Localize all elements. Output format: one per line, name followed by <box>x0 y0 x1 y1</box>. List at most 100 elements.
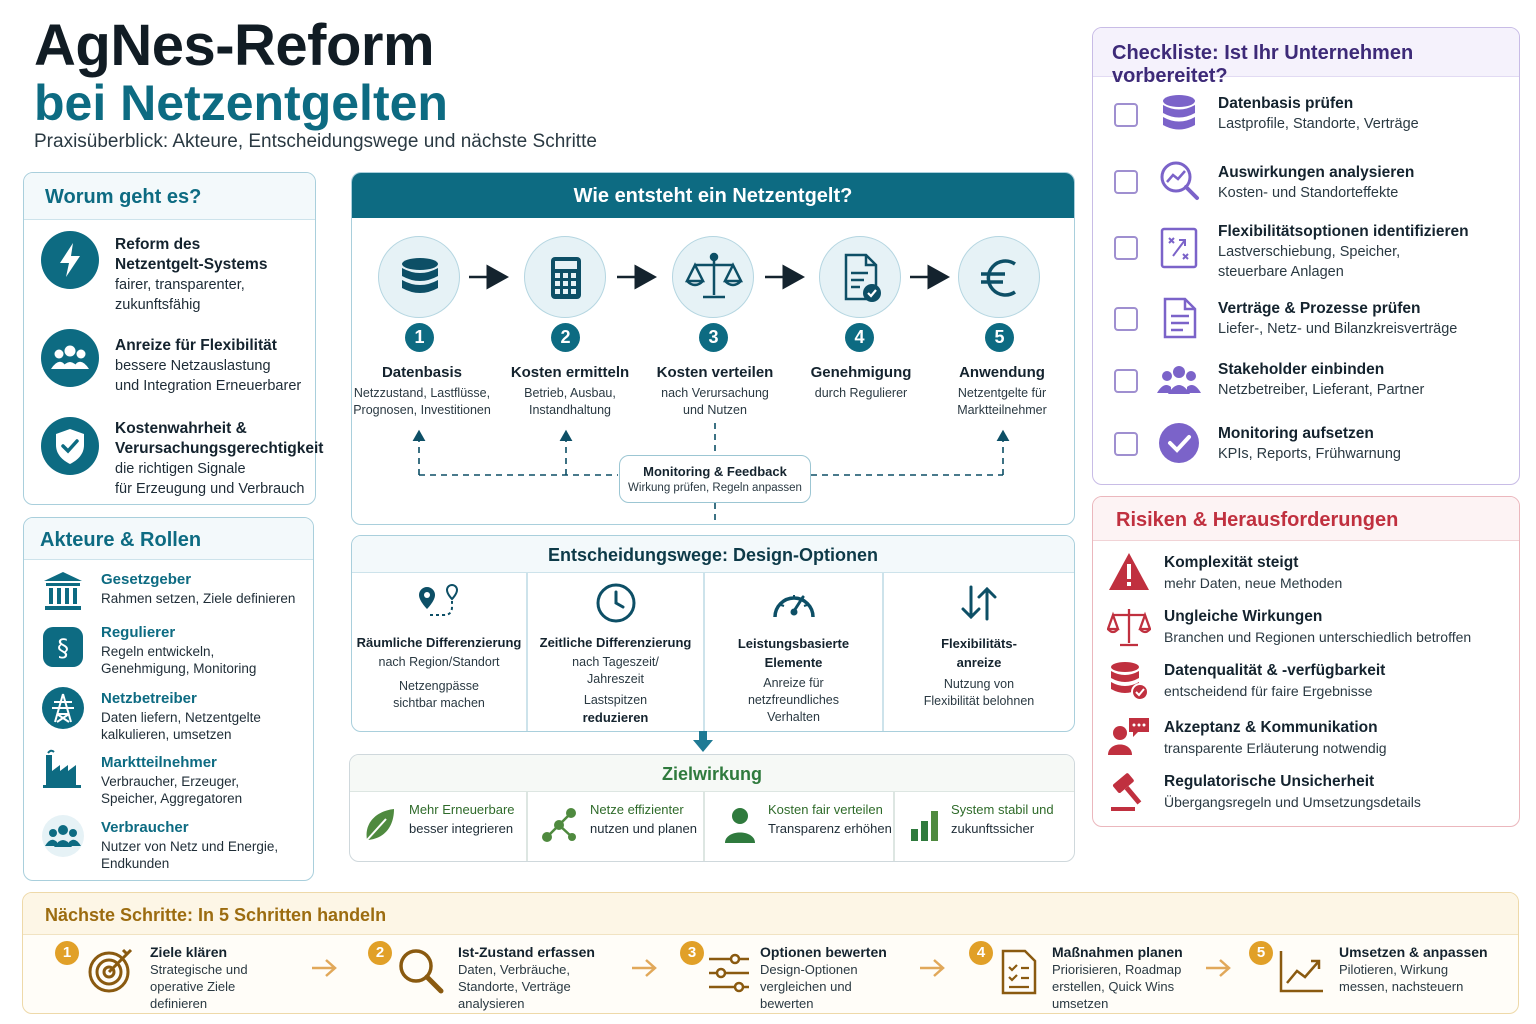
risk-item-5: Regulatorische Unsicherheit Übergangsreg… <box>1164 771 1421 812</box>
check-item-1-title: Datenbasis prüfen <box>1218 95 1354 112</box>
ziel-item-2: Netze effizienter nutzen und planen <box>590 800 697 838</box>
flow-step-5-label: Anwendung Netzentgelte für Marktteilnehm… <box>922 363 1082 419</box>
design-option-1-line1: nach Region/Standort <box>378 655 500 669</box>
flow-step-3-number: 3 <box>699 323 728 352</box>
risk-item-2-title: Ungleiche Wirkungen <box>1164 608 1323 625</box>
flow-step-3-label: Kosten verteilen nach Verursachung und N… <box>635 363 795 419</box>
checkbox-flexibilitaet[interactable] <box>1114 236 1138 260</box>
ziel-item-3-line2: Transparenz erhöhen <box>768 821 892 836</box>
design-option-1-line3: Netzengpässe <box>399 679 479 693</box>
ziel-item-1: Mehr Erneuerbare besser integrieren <box>409 800 515 838</box>
checkbox-datenbasis[interactable] <box>1114 103 1138 127</box>
people-icon <box>1157 366 1201 394</box>
flow-step-2-title: Kosten ermitteln <box>510 364 630 381</box>
risk-item-5-title: Regulatorische Unsicherheit <box>1164 773 1375 790</box>
document-check-icon <box>819 236 901 318</box>
flow-step-4-number: 4 <box>845 323 874 352</box>
step-4-line1: Priorisieren, Roadmap <box>1052 962 1182 977</box>
gauge-icon <box>772 595 815 618</box>
akteure-panel: Akteure & Rollen Gesetzgeber Rahmen setz… <box>23 517 314 881</box>
step-arrow-icon <box>920 959 945 977</box>
ziel-item-2-line1: Netze effizienter <box>590 802 684 817</box>
contract-icon <box>1163 297 1197 339</box>
akteur-verbraucher-line1: Nutzer von Netz und Energie, <box>101 839 279 854</box>
flow-step-3-line1: nach Verursachung <box>661 386 769 400</box>
flow-step-2-number: 2 <box>551 323 580 352</box>
flow-step-1-title: Datenbasis <box>381 364 463 381</box>
search-icon <box>399 949 444 994</box>
step-5-line1: Pilotieren, Wirkung <box>1339 962 1449 977</box>
akteur-verbraucher-name: Verbraucher <box>101 819 189 836</box>
akteur-marktteilnehmer-name: Marktteilnehmer <box>101 754 217 771</box>
step-2-title: Ist-Zustand erfassen <box>458 944 595 960</box>
step-3-line1: Design-Optionen <box>760 962 858 977</box>
page-title-line1: AgNes-Reform <box>34 13 435 78</box>
check-item-4-title: Verträge & Prozesse prüfen <box>1218 300 1421 317</box>
akteur-regulierer-line1: Regeln entwickeln, <box>101 644 215 659</box>
flow-step-1-line2: Prognosen, Investitionen <box>353 403 491 417</box>
design-option-2-line1: nach Tageszeit/ <box>572 655 659 669</box>
scales-icon <box>672 236 754 318</box>
flow-step-3-title: Kosten verteilen <box>656 364 774 381</box>
akteur-netzbetreiber: Netzbetreiber Daten liefern, Netzentgelt… <box>101 689 261 743</box>
ziel-separator <box>703 792 705 861</box>
ziel-separator <box>893 792 895 861</box>
flow-step-1-number: 1 <box>405 323 434 352</box>
trend-chart-icon <box>1279 951 1323 993</box>
akteur-regulierer-line2: Genehmigung, Monitoring <box>101 661 257 676</box>
step-3-number: 3 <box>680 941 704 965</box>
check-item-6-line1: KPIs, Reports, Frühwarnung <box>1218 446 1401 462</box>
check-item-6-title: Monitoring aufsetzen <box>1218 425 1374 442</box>
ziel-item-1-line1: Mehr Erneuerbare <box>409 802 515 817</box>
checkbox-vertraege[interactable] <box>1114 307 1138 331</box>
ziel-item-4-line2: zukunftssicher <box>951 821 1035 836</box>
design-option-2-line3: Lastspitzen <box>583 693 648 707</box>
akteur-verbraucher: Verbraucher Nutzer von Netz und Energie,… <box>101 818 278 872</box>
magnifier-chart-icon <box>1160 161 1199 200</box>
checkbox-stakeholder[interactable] <box>1114 369 1138 393</box>
warning-icon <box>1109 553 1149 590</box>
check-item-4: Verträge & Prozesse prüfen Liefer-, Netz… <box>1218 298 1457 339</box>
design-option-4-line2: Flexibilität belohnen <box>923 694 1035 708</box>
speech-person-icon <box>1108 718 1149 755</box>
paragraph-icon: § <box>40 624 86 670</box>
design-option-raeumlich: Räumliche Differenzierung nach Region/St… <box>352 573 526 731</box>
naechste-schritte-panel: Nächste Schritte: In 5 Schritten handeln… <box>22 892 1519 1014</box>
check-item-3-line1: Lastverschiebung, Speicher, <box>1218 244 1401 260</box>
group-icon <box>41 329 99 387</box>
step-4-title: Maßnahmen planen <box>1052 944 1183 960</box>
design-option-3-line2: netzfreundliches <box>747 693 840 707</box>
worum-item-1-head1: Reform des <box>115 236 201 253</box>
check-item-5-title: Stakeholder einbinden <box>1218 361 1385 378</box>
gavel-icon <box>1111 773 1142 811</box>
step-1-number: 1 <box>55 941 79 965</box>
checkbox-monitoring[interactable] <box>1114 432 1138 456</box>
ziel-item-4: System stabil und zukunftssicher <box>951 800 1054 838</box>
risk-item-3-line1: entscheidend für faire Ergebnisse <box>1164 683 1373 699</box>
step-arrow-icon <box>632 959 657 977</box>
risiken-panel: Risiken & Herausforderungen Komplexität … <box>1092 496 1520 827</box>
ziel-item-3: Kosten fair verteilen Transparenz erhöhe… <box>768 800 892 838</box>
flow-step-5-line2: Marktteilnehmer <box>957 403 1047 417</box>
network-icon <box>542 808 576 842</box>
design-option-leistung: Leistungsbasierte Elemente Anreize für n… <box>705 573 882 731</box>
risk-item-1: Komplexität steigt mehr Daten, neue Meth… <box>1164 552 1342 593</box>
design-separator <box>526 573 528 731</box>
check-item-2-line1: Kosten- und Standorteffekte <box>1218 185 1399 201</box>
design-option-flexibilitaet: Flexibilitäts- anreize Nutzung von Flexi… <box>884 573 1074 731</box>
zielwirkung-panel: Zielwirkung Mehr Erneuerbare besser inte… <box>349 754 1075 862</box>
schritte-title: Nächste Schritte: In 5 Schritten handeln <box>23 893 1518 935</box>
flow-step-4-label: Genehmigung durch Regulierer <box>781 363 941 402</box>
design-separator <box>882 573 884 731</box>
step-5-line2: messen, nachsteuern <box>1339 979 1464 994</box>
worum-item-1-head2: Netzentgelt-Systems <box>115 256 268 273</box>
flow-step-4-title: Genehmigung <box>810 364 912 381</box>
design-option-2-line4: reduzieren <box>582 710 649 725</box>
check-item-5-line1: Netzbetreiber, Lieferant, Partner <box>1218 382 1425 398</box>
worum-item-3: Kostenwahrheit & Verursachungsgerechtigk… <box>115 419 323 499</box>
checkbox-auswirkungen[interactable] <box>1114 170 1138 194</box>
worum-item-1-line1: fairer, transparenter, <box>115 277 245 293</box>
ziel-item-4-line1: System stabil und <box>951 802 1054 817</box>
check-item-1: Datenbasis prüfen Lastprofile, Standorte… <box>1218 93 1419 134</box>
flow-step-5-line1: Netzentgelte für <box>957 386 1047 400</box>
